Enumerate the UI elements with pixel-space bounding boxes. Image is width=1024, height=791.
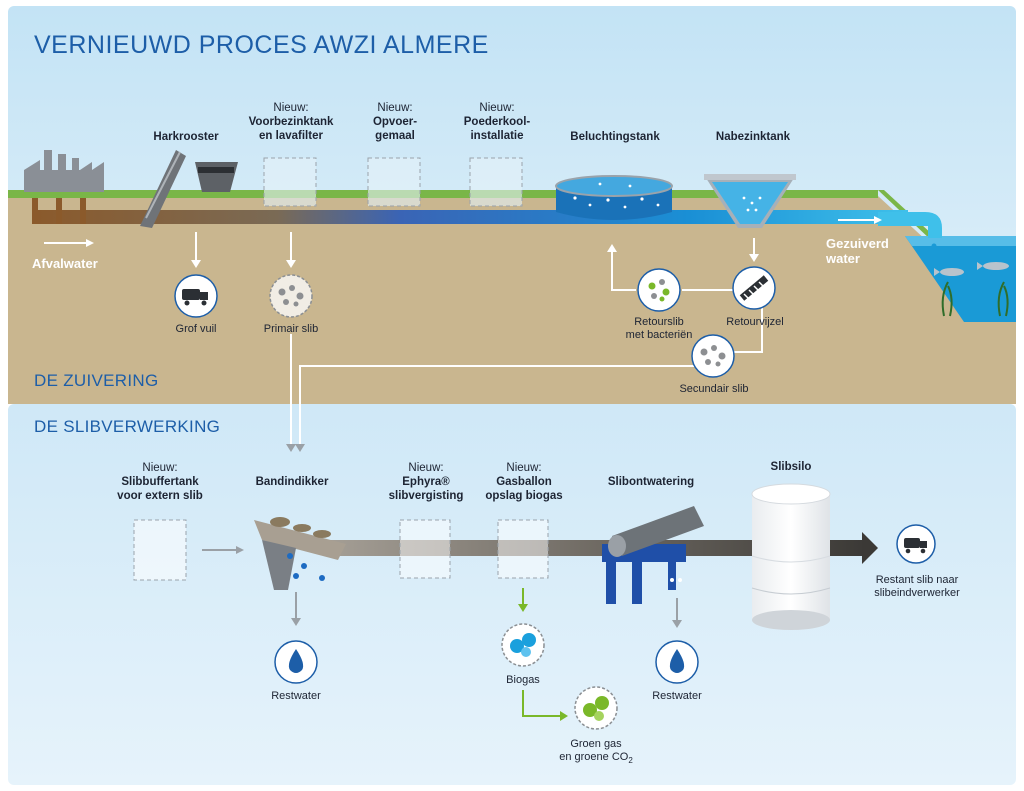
fish-icon <box>934 262 1009 276</box>
bandindikker-icon <box>254 517 346 590</box>
nabezinktank-icon <box>704 174 796 228</box>
poederkool-box <box>469 157 523 207</box>
poederkool-label: Nieuw: Poederkool-installatie <box>463 102 531 142</box>
restwater-label-1: Restwater <box>271 690 321 702</box>
slibsilo-label: Slibsilo <box>770 461 812 473</box>
voorbezinktank-box <box>263 157 317 207</box>
secundair-slib-label: Secundair slib <box>679 383 749 395</box>
section-zuivering: DE ZUIVERING <box>34 371 159 390</box>
ephyra-box <box>399 519 451 579</box>
opvoergemaal-label: Nieuw: Opvoer-gemaal <box>372 102 418 142</box>
beluchtingstank-label: Beluchtingstank <box>570 131 660 143</box>
main-pipe <box>32 210 908 224</box>
retourslib-icon <box>637 268 681 312</box>
gas-bubbles-icon <box>501 623 545 667</box>
grof-vuil-icon <box>174 274 218 318</box>
primair-slib-label: Primair slib <box>263 323 319 335</box>
harkrooster-icon <box>140 150 238 228</box>
clean-water <box>905 236 1016 322</box>
section-slibverwerking: DE SLIBVERWERKING <box>34 417 221 436</box>
bandindikker-label: Bandindikker <box>255 476 329 488</box>
primair-slib-icon <box>269 274 313 318</box>
beluchtingstank-icon <box>555 175 673 220</box>
slibbuffertank-box <box>133 519 187 581</box>
opvoergemaal-box <box>367 157 421 207</box>
gasballon-box <box>497 519 549 579</box>
slibontwatering-label: Slibontwatering <box>607 476 695 488</box>
water-drop-icon-2 <box>655 640 699 684</box>
retourvijzel-icon <box>732 266 776 310</box>
ephyra-label: Nieuw: Ephyra®slibvergisting <box>388 462 464 502</box>
grass-strip <box>8 190 878 198</box>
harkrooster-label: Harkrooster <box>153 131 219 143</box>
water-drop-icon <box>274 640 318 684</box>
slibontwatering-icon <box>602 506 704 604</box>
slibsilo-icon <box>751 483 831 630</box>
retourvijzel-label: Retourvijzel <box>726 316 784 328</box>
restwater-label-2: Restwater <box>652 690 702 702</box>
grof-vuil-label: Grof vuil <box>175 323 217 335</box>
page-title: VERNIEUWD PROCES AWZI ALMERE <box>34 31 489 59</box>
secundair-slib-icon <box>691 334 735 378</box>
green-gas-icon <box>574 686 618 730</box>
nabezinktank-label: Nabezinktank <box>715 131 791 143</box>
factory-icon <box>24 150 104 192</box>
restant-truck-icon <box>896 524 936 564</box>
biogas-label: Biogas <box>506 674 540 686</box>
afvalwater-label: Afvalwater <box>32 256 98 271</box>
sludge-line <box>330 540 866 556</box>
